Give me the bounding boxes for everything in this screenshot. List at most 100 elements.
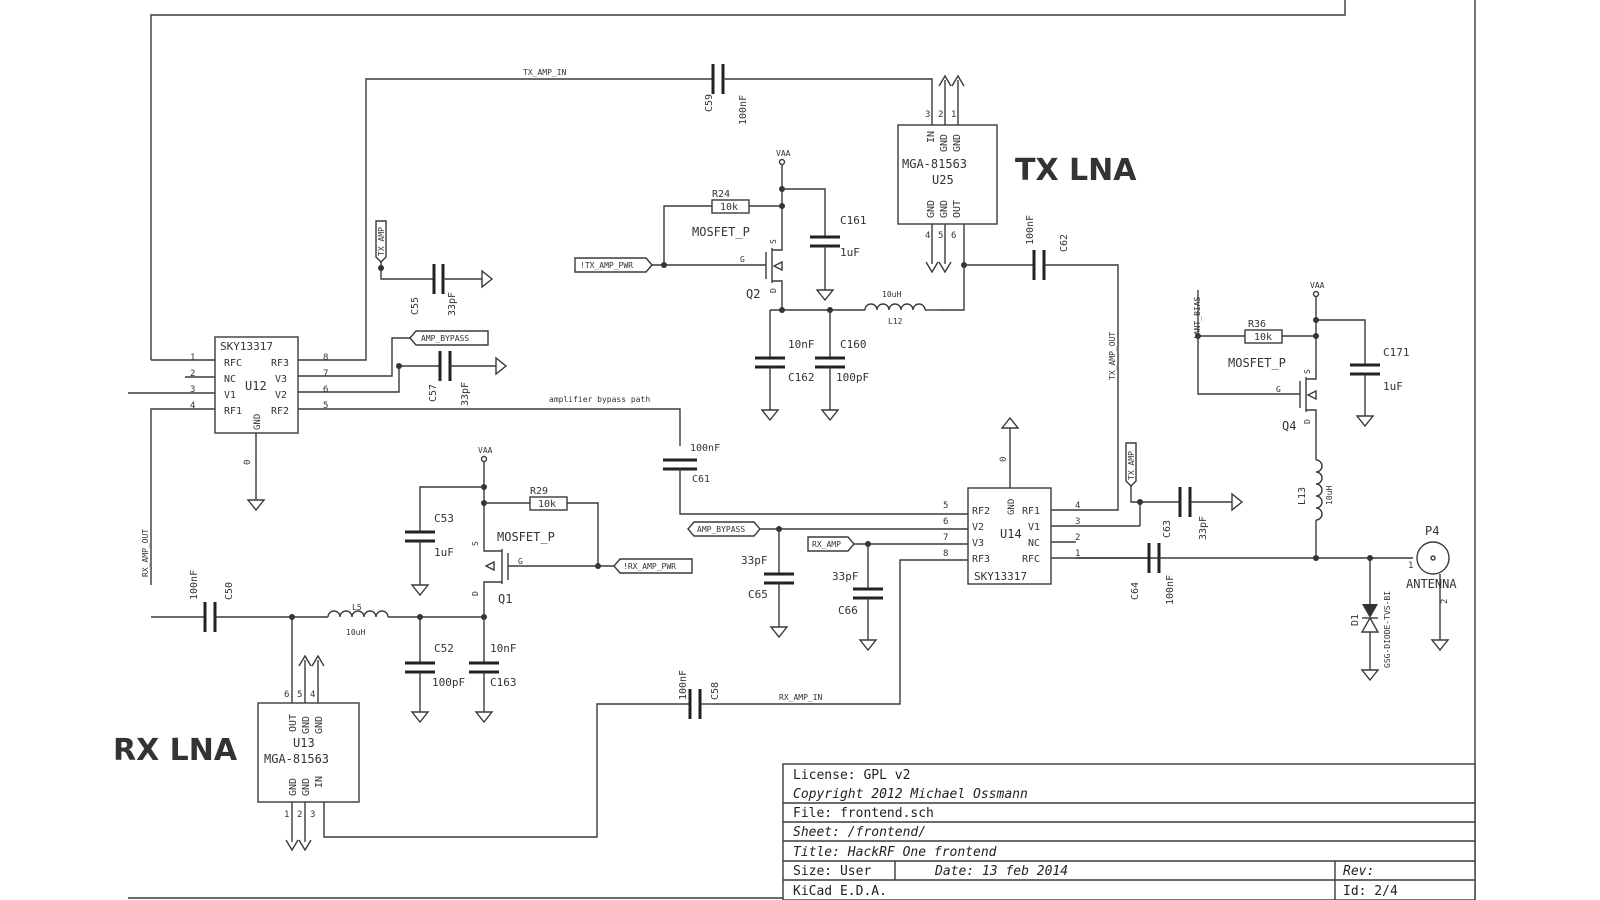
svg-text:0: 0 <box>243 460 253 465</box>
q4-antenna-bias: VAA C171 1uF !ANT_BIAS R36 10k G S D MOS… <box>1193 281 1410 433</box>
svg-text:2: 2 <box>190 369 195 379</box>
svg-text:C66: C66 <box>838 604 858 617</box>
svg-text:G: G <box>1276 385 1281 394</box>
svg-text:Q4: Q4 <box>1282 419 1296 433</box>
svg-text:33pF: 33pF <box>741 554 768 567</box>
tx-lna-annotation: TX LNA <box>1015 153 1137 188</box>
c55-branch: TX_AMP C55 33pF <box>375 220 494 316</box>
rx-lna-annotation: RX LNA <box>113 733 238 768</box>
svg-text:U12: U12 <box>245 379 267 393</box>
svg-text:G: G <box>740 255 745 264</box>
svg-text:10uH: 10uH <box>346 628 365 637</box>
svg-text:R36: R36 <box>1248 319 1266 330</box>
svg-text:MGA-81563: MGA-81563 <box>264 752 329 766</box>
svg-text:S: S <box>769 239 778 244</box>
svg-text:VAA: VAA <box>478 446 493 455</box>
svg-text:2: 2 <box>1440 599 1450 604</box>
svg-text:SKY13317: SKY13317 <box>220 340 273 353</box>
svg-text:C163: C163 <box>490 676 517 689</box>
svg-text:33pF: 33pF <box>832 570 859 583</box>
svg-text:5: 5 <box>938 231 943 241</box>
svg-text:100nF: 100nF <box>1025 215 1036 245</box>
svg-text:C65: C65 <box>748 588 768 601</box>
svg-text:C59: C59 <box>704 94 715 112</box>
svg-text:V2: V2 <box>275 390 287 401</box>
svg-text:100nF: 100nF <box>690 443 720 454</box>
svg-text:C50: C50 <box>224 582 235 600</box>
tool-text: KiCad E.D.A. <box>793 884 887 899</box>
svg-text:MOSFET_P: MOSFET_P <box>1228 356 1286 370</box>
q1-bias-network: VAA C53 1uF R29 10k !RX_AMP_PWR G S D MO… <box>405 446 693 617</box>
svg-text:8: 8 <box>943 549 948 559</box>
file-text: File: frontend.sch <box>793 806 934 821</box>
svg-text:GND: GND <box>926 200 937 218</box>
svg-text:VAA: VAA <box>1310 281 1325 290</box>
svg-text:MOSFET_P: MOSFET_P <box>692 225 750 239</box>
svg-text:TX_AMP: TX_AMP <box>1127 451 1136 480</box>
svg-text:NC: NC <box>1028 538 1040 549</box>
u25-amplifier: MGA-81563 U25 IN GND GND GND GND OUT 3 2… <box>897 74 998 274</box>
svg-text:TX_AMP_OUT: TX_AMP_OUT <box>1108 332 1117 380</box>
svg-text:2: 2 <box>297 810 302 820</box>
svg-text:3: 3 <box>190 385 195 395</box>
svg-text:C62: C62 <box>1059 234 1070 252</box>
svg-text:Q1: Q1 <box>498 592 512 606</box>
svg-text:100nF: 100nF <box>738 95 749 125</box>
svg-text:4: 4 <box>1075 501 1080 511</box>
bypass-path: amplifier bypass path 100nF C61 <box>549 395 968 515</box>
rx-input-path: 100nF C58 RX_AMP_IN <box>678 670 823 719</box>
svg-text:1: 1 <box>190 353 195 363</box>
svg-text:100pF: 100pF <box>432 676 465 689</box>
title-block <box>782 763 1476 900</box>
svg-text:GND: GND <box>253 414 263 430</box>
svg-text:C63: C63 <box>1162 520 1173 538</box>
sheet-text: Sheet: /frontend/ <box>793 825 926 840</box>
svg-text:100nF: 100nF <box>678 670 689 700</box>
svg-text:GSG-DIODE-TVS-BI: GSG-DIODE-TVS-BI <box>1383 591 1392 668</box>
svg-text:100pF: 100pF <box>836 371 869 384</box>
svg-text:RFC: RFC <box>224 358 242 369</box>
svg-text:6: 6 <box>323 385 328 395</box>
svg-text:1: 1 <box>1408 561 1413 571</box>
svg-text:C162: C162 <box>788 371 815 384</box>
svg-text:D1: D1 <box>1350 614 1361 626</box>
svg-text:GND: GND <box>952 134 963 152</box>
svg-text:2: 2 <box>1075 533 1080 543</box>
svg-text:U13: U13 <box>293 736 315 750</box>
antenna-path: TX_AMP C63 33pF C64 100nF L13 10uH D1 GS… <box>1076 424 1457 682</box>
q2-bias-network: VAA C161 1uF R24 10k !TX_AMP_PWR G S D M… <box>574 149 939 422</box>
svg-text:MGA-81563: MGA-81563 <box>902 157 967 171</box>
svg-text:1: 1 <box>951 110 956 120</box>
svg-text:RFC: RFC <box>1022 554 1040 565</box>
svg-text:100nF: 100nF <box>1165 575 1176 605</box>
svg-text:R24: R24 <box>712 189 730 200</box>
svg-text:5: 5 <box>323 401 328 411</box>
svg-text:V1: V1 <box>1028 522 1040 533</box>
id-text: Id: 2/4 <box>1343 884 1398 899</box>
svg-text:C52: C52 <box>434 642 454 655</box>
svg-text:V1: V1 <box>224 390 236 401</box>
svg-text:1: 1 <box>1075 549 1080 559</box>
svg-text:1uF: 1uF <box>434 546 454 559</box>
u14-switch: SKY13317 U14 RF2 V2 V3 RF3 RF1 V1 NC RFC… <box>943 416 1160 585</box>
tx-input-path: TX_AMP_IN C59 100nF <box>523 64 933 125</box>
svg-text:8: 8 <box>323 353 328 363</box>
svg-text:7: 7 <box>943 533 948 543</box>
svg-text:3: 3 <box>925 110 930 120</box>
svg-text:L13: L13 <box>1297 487 1308 505</box>
svg-text:6: 6 <box>951 231 956 241</box>
svg-text:10k: 10k <box>720 202 738 213</box>
svg-text:33pF: 33pF <box>447 292 458 316</box>
svg-text:3: 3 <box>310 810 315 820</box>
svg-text:C161: C161 <box>840 214 867 227</box>
svg-text:OUT: OUT <box>288 714 299 732</box>
svg-text:RF3: RF3 <box>271 358 289 369</box>
svg-text:C53: C53 <box>434 512 454 525</box>
svg-text:V3: V3 <box>972 538 984 549</box>
svg-text:1: 1 <box>284 810 289 820</box>
svg-text:10uH: 10uH <box>882 290 901 299</box>
svg-text:TX_AMP: TX_AMP <box>377 227 386 256</box>
tx-output-path: 100nF C62 TX_AMP_OUT <box>939 215 1119 511</box>
svg-text:C171: C171 <box>1383 346 1410 359</box>
